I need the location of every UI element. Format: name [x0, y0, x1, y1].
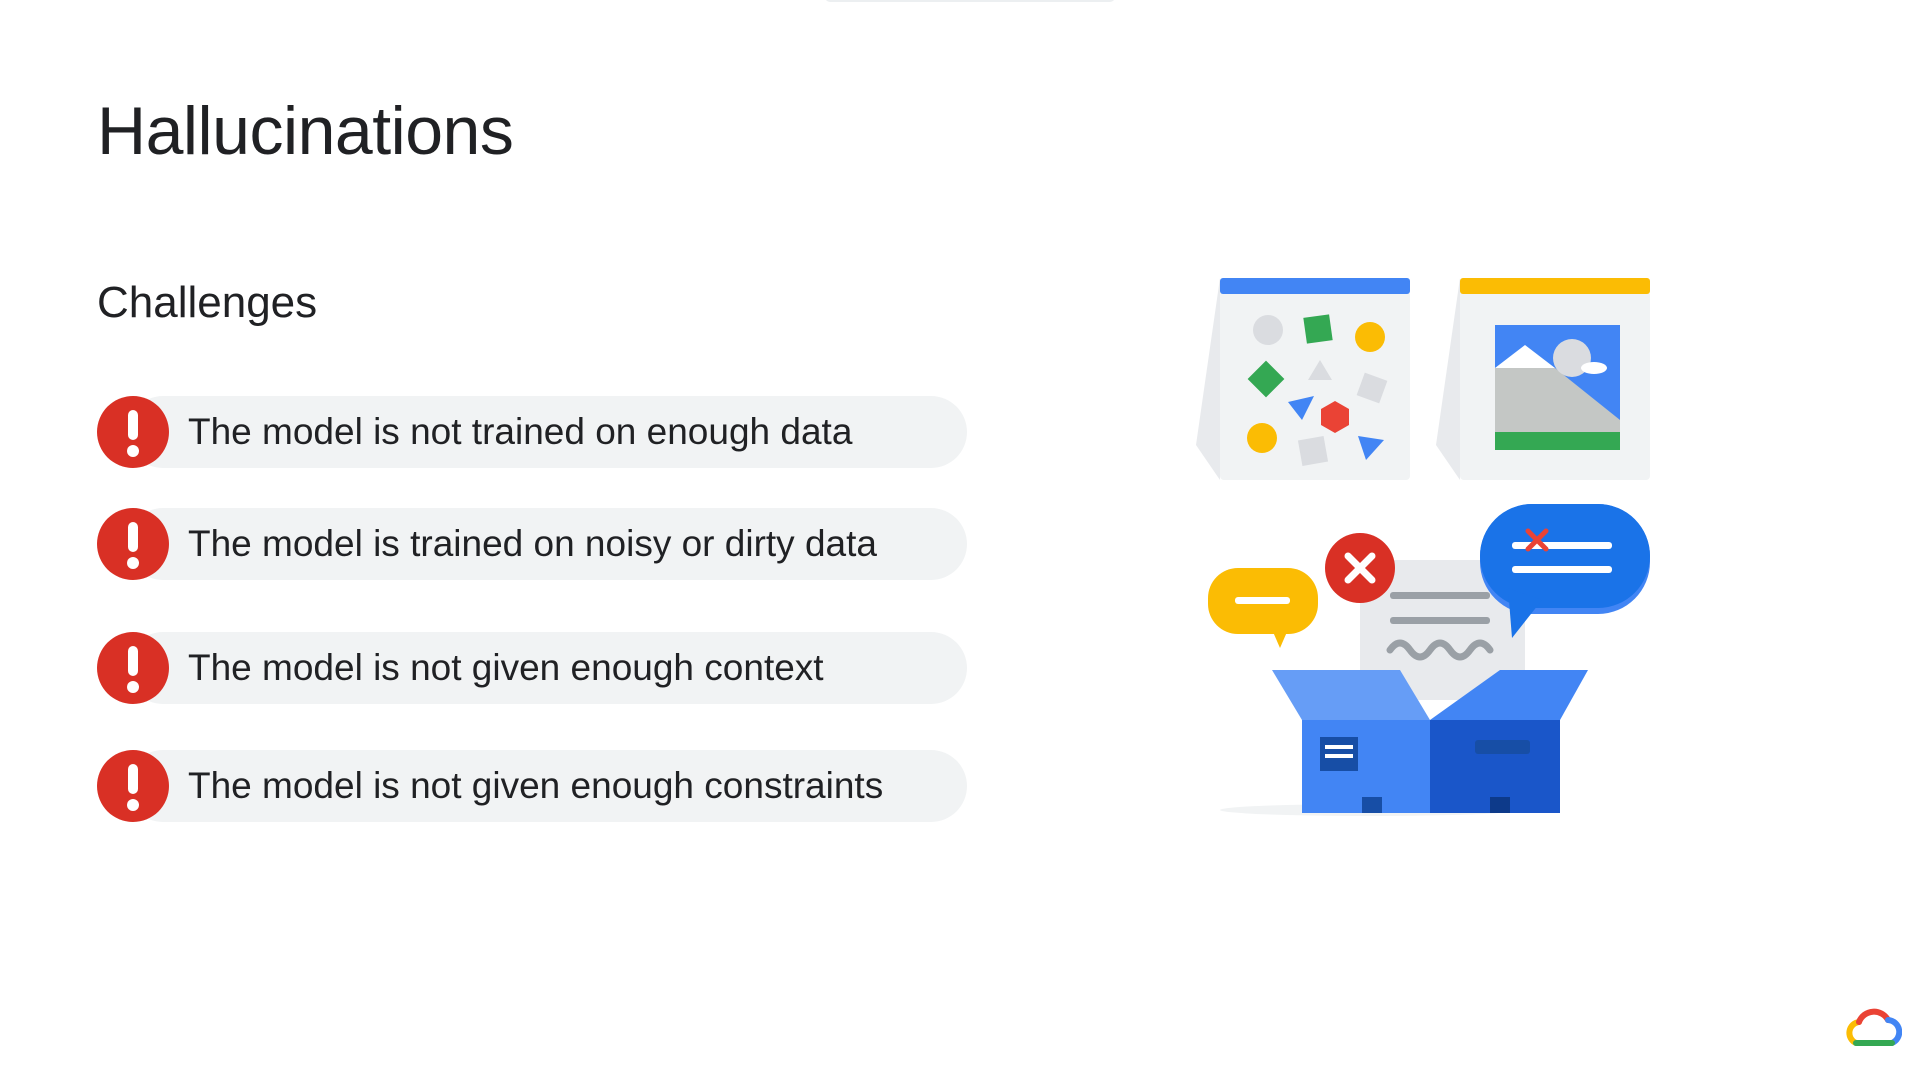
document-icon: [1360, 560, 1525, 700]
challenge-pill: [127, 632, 967, 704]
exclamation-icon: [97, 508, 169, 580]
shapes-card-icon: [1196, 278, 1410, 480]
challenge-item-1: The model is not trained on enough data: [97, 396, 967, 468]
exclamation-icon: [97, 396, 169, 468]
yellow-chat-bubble-icon: [1208, 568, 1318, 648]
open-box-icon: [1220, 670, 1588, 816]
challenge-pill: [127, 396, 967, 468]
top-tab-handle: [825, 0, 1115, 2]
slide-title: Hallucinations: [97, 93, 514, 169]
slide-subtitle: Challenges: [97, 278, 318, 327]
google-cloud-logo: [1846, 1008, 1902, 1046]
challenge-item-2: The model is trained on noisy or dirty d…: [97, 508, 967, 580]
data-box-illustration: [1196, 278, 1650, 816]
challenge-text: The model is not trained on enough data: [188, 411, 853, 452]
exclamation-icon: [97, 750, 169, 822]
challenge-text: The model is not given enough context: [188, 647, 824, 688]
challenge-text: The model is trained on noisy or dirty d…: [188, 523, 877, 564]
blue-chat-bubble-icon: [1480, 504, 1650, 638]
challenge-item-3: The model is not given enough context: [97, 632, 967, 704]
exclamation-icon: [97, 632, 169, 704]
challenge-text: The model is not given enough constraint…: [188, 765, 884, 806]
challenge-item-4: The model is not given enough constraint…: [97, 750, 967, 822]
challenge-pill: [127, 508, 967, 580]
error-x-icon: [1325, 533, 1395, 603]
challenge-pill: [127, 750, 967, 822]
image-card-icon: [1436, 278, 1650, 480]
